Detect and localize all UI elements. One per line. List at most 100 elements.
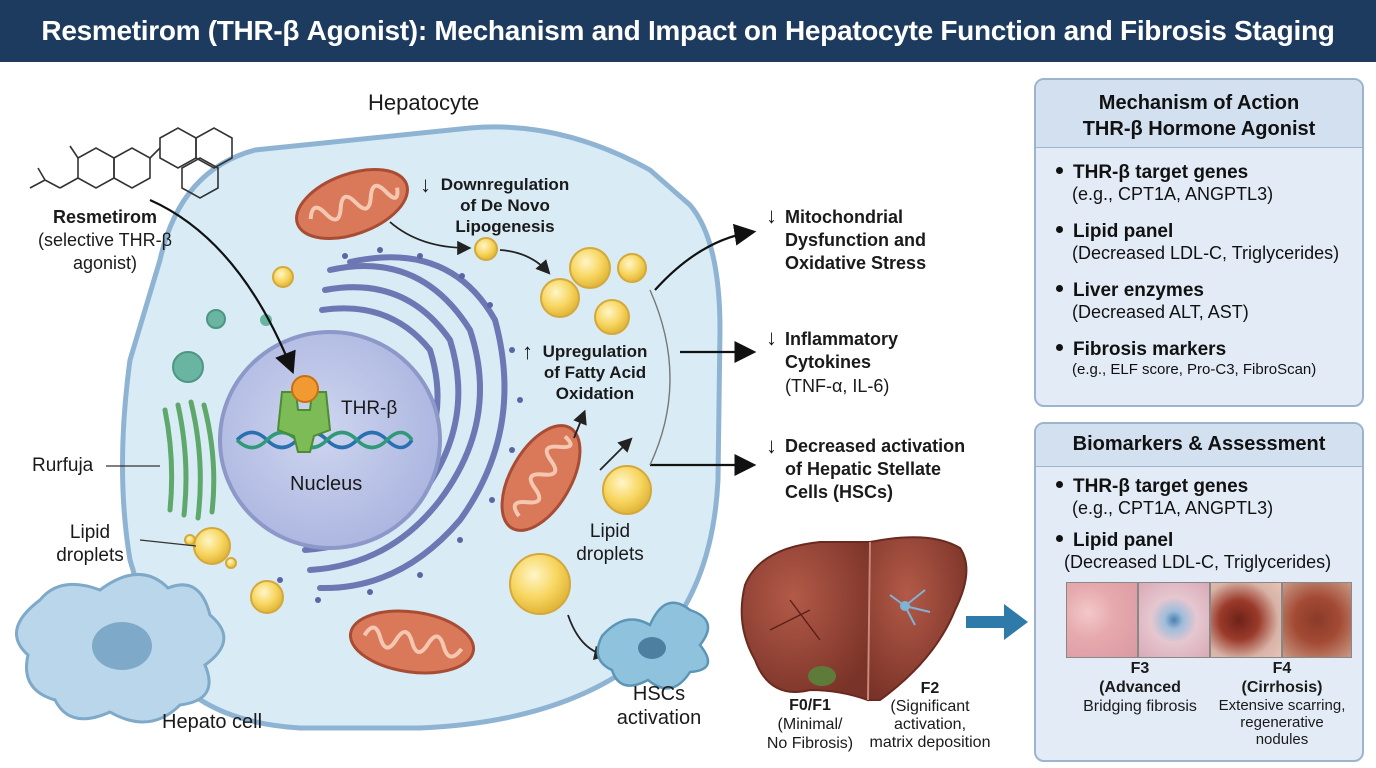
lipid-right-line2: droplets (576, 544, 644, 565)
bio-item-2-sub: (Decreased LDL-C, Triglycerides) (1064, 552, 1332, 572)
hepatic-stellate-cell-right (596, 601, 710, 690)
drug-desc-line2: agonist) (72, 253, 138, 273)
upreg-line2: of Fatty Acid (543, 363, 647, 382)
staging-arrow (966, 604, 1028, 640)
f0-desc-line2: No Fibrosis) (766, 735, 854, 752)
f4-desc-line2: regenerative (1240, 714, 1324, 731)
vesicles (172, 309, 272, 383)
drug-name: Resmetirom (52, 207, 158, 227)
drug-entry-arrow (149, 198, 296, 375)
lipid-droplets (184, 237, 652, 615)
liver-f2 (866, 536, 968, 701)
bullet-icon (1056, 535, 1063, 543)
upreg-line3: Oxidation (555, 384, 635, 403)
effect-3-line2: of Hepatic Stellate (785, 459, 942, 479)
moa-item-4-head: Fibrosis markers (1073, 339, 1227, 360)
hscs-line2: activation (616, 707, 702, 729)
title-bar: Resmetirom (THR-β Agonist): Mechanism an… (0, 0, 1376, 62)
moa-title-line2: THR-β Hormone Agonist (1082, 118, 1316, 140)
thr-beta-receptor (276, 391, 332, 453)
f3-desc: Bridging fibrosis (1083, 698, 1197, 715)
ribosomes (277, 247, 523, 603)
f2-desc-line3: matrix deposition (869, 734, 991, 751)
moa-item-1-head: THR-β target genes (1073, 162, 1249, 183)
effect-1-line1: Mitochondrial (785, 207, 903, 227)
f0-desc-line1: (Minimal/ (777, 716, 843, 733)
effect-down-icon-2: ↓ (766, 325, 777, 350)
mitochondria (295, 168, 582, 675)
bullet-icon (1056, 344, 1063, 352)
nucleus (218, 330, 442, 550)
page-title: Resmetirom (THR-β Agonist): Mechanism an… (41, 15, 1335, 46)
effect-arrows (649, 223, 757, 476)
up-arrow-icon: ↑ (522, 339, 533, 364)
moa-item-3: Liver enzymes (Decreased ALT, AST) (1056, 280, 1249, 323)
moa-item-2-sub: (Decreased LDL-C, Triglycerides) (1072, 243, 1340, 263)
moa-item-1: THR-β target genes (e.g., CPT1A, ANGPTL3… (1056, 162, 1273, 205)
effect-1-line3: Oxidative Stress (785, 253, 927, 273)
moa-item-2-head: Lipid panel (1073, 221, 1174, 242)
moa-item-3-head: Liver enzymes (1073, 280, 1204, 301)
f4-desc-line1: Extensive scarring, (1218, 697, 1346, 714)
hepatocyte-label: Hepatocyte (368, 90, 480, 115)
thr-beta-label: THR-β (341, 398, 398, 419)
moa-panel: Mechanism of Action THR-β Hormone Agonis… (1034, 78, 1364, 407)
effect-2-line1: Inflammatory (785, 329, 899, 349)
resmetirom-molecule (29, 127, 233, 199)
f2-title: F2 (920, 680, 940, 697)
bullet-icon (1056, 167, 1063, 175)
bio-item-2: Lipid panel (Decreased LDL-C, Triglyceri… (1056, 530, 1331, 573)
downreg-line3: Lipogenesis (455, 217, 555, 236)
diagram-canvas (15, 124, 1028, 731)
f0-title: F0/F1 (789, 697, 831, 714)
moa-item-2: Lipid panel (Decreased LDL-C, Triglyceri… (1056, 221, 1339, 264)
effect-down-icon-3: ↓ (766, 433, 777, 458)
rurfuja-label: Rurfuja (32, 455, 94, 476)
moa-item-3-sub: (Decreased ALT, AST) (1072, 302, 1249, 322)
f2-desc-line1: (Significant (890, 698, 970, 715)
upreg-line1: Upregulation (542, 342, 648, 361)
f4-sub: (Cirrhosis) (1241, 679, 1323, 696)
bio-title: Biomarkers & Assessment (1036, 424, 1362, 467)
effect-down-icon-1: ↓ (766, 203, 777, 228)
leader-lines (106, 465, 197, 547)
downreg-line2: of De Novo (460, 196, 550, 215)
bio-item-2-head: Lipid panel (1073, 530, 1174, 551)
effect-2-line2: Cytokines (785, 352, 872, 372)
histology-f3-image-1 (1066, 582, 1138, 658)
lipid-left-line1: Lipid (69, 522, 111, 543)
moa-item-1-sub: (e.g., CPT1A, ANGPTL3) (1072, 184, 1274, 204)
down-arrow-icon: ↓ (420, 172, 431, 197)
downreg-line1: Downregulation (440, 175, 570, 194)
liver-f0-f1 (740, 541, 872, 702)
bio-item-1: THR-β target genes (e.g., CPT1A, ANGPTL3… (1056, 476, 1273, 519)
bullet-icon (1056, 481, 1063, 489)
hepatic-stellate-cell-left (15, 573, 226, 724)
f3-title: F3 (1130, 660, 1150, 677)
moa-panel-header: Mechanism of Action THR-β Hormone Agonis… (1036, 80, 1362, 148)
hscs-line1: HSCs (632, 683, 686, 705)
nucleus-label: Nucleus (290, 473, 363, 495)
f4-title: F4 (1272, 660, 1292, 677)
effect-3-line1: Decreased activation (785, 436, 966, 456)
histology-f3-image-2 (1138, 582, 1210, 658)
lipid-left-line2: droplets (56, 545, 124, 566)
moa-title-line1: Mechanism of Action (1098, 92, 1300, 114)
biomarkers-panel: Biomarkers & Assessment THR-β target gen… (1034, 422, 1364, 762)
drug-desc-line1: (selective THR-β (37, 230, 173, 250)
hepato-cell-label: Hepato cell (162, 711, 263, 733)
bio-item-1-sub: (e.g., CPT1A, ANGPTL3) (1072, 498, 1274, 518)
histology-f4-image-2 (1282, 582, 1352, 658)
f2-desc-line2: activation, (893, 716, 967, 733)
bullet-icon (1056, 226, 1063, 234)
effect-1-line2: Dysfunction and (785, 230, 927, 250)
effect-2-sub: (TNF-α, IL-6) (785, 376, 890, 396)
f4-desc-line3: nodules (1255, 731, 1309, 748)
moa-item-4-sub: (e.g., ELF score, Pro-C3, FibroScan) (1072, 361, 1317, 378)
histology-f4-image-1 (1210, 582, 1282, 658)
bullet-icon (1056, 285, 1063, 293)
effect-3-line3: Cells (HSCs) (785, 482, 894, 502)
golgi-apparatus (162, 399, 217, 521)
f3-sub: (Advanced (1099, 679, 1181, 696)
resmetirom-ligand (291, 375, 319, 403)
